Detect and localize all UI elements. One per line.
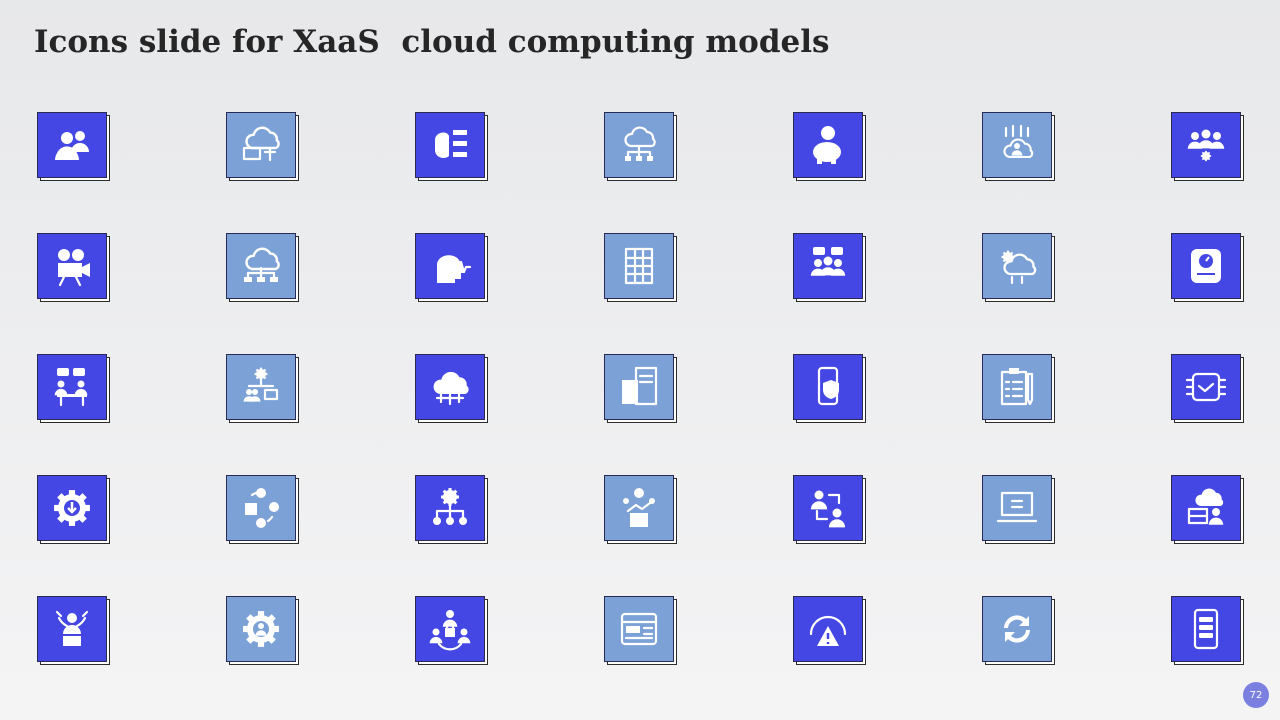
icon-tile: [604, 233, 677, 302]
icon-tile: [982, 112, 1055, 181]
piggy-bank-dollar-icon: [793, 112, 863, 178]
icon-tile: [226, 354, 299, 423]
gear-dollar-hierarchy-icon: [415, 475, 485, 541]
icon-tile: [37, 354, 110, 423]
calculator-invoice-icon: [604, 354, 674, 420]
brain-network-icon: [415, 112, 485, 178]
sync-arrows-icon: [982, 596, 1052, 662]
icon-tile: [793, 112, 866, 181]
icon-grid: [37, 112, 1244, 668]
handshake-chip-icon: [1171, 354, 1241, 420]
icon-tile: [982, 233, 1055, 302]
icon-tile: [982, 596, 1055, 665]
icon-tile: [37, 112, 110, 181]
icon-tile: [37, 233, 110, 302]
icon-tile: [37, 596, 110, 665]
checklist-pencil-icon: [982, 354, 1052, 420]
icon-tile: [226, 475, 299, 544]
server-grid-icon: [604, 233, 674, 299]
mobile-security-icon: [793, 354, 863, 420]
icon-tile: [1171, 354, 1244, 423]
icon-tile: [793, 233, 866, 302]
gear-user-icon: [226, 596, 296, 662]
head-pulse-icon: [415, 233, 485, 299]
cloud-hierarchy-icon: [604, 112, 674, 178]
user-exchange-icon: [793, 475, 863, 541]
cloud-user-network-icon: [982, 112, 1052, 178]
icon-tile: [226, 112, 299, 181]
cloud-gear-circuit-icon: [415, 354, 485, 420]
weighing-scale-icon: [1171, 233, 1241, 299]
cloud-gear-transfer-icon: [982, 233, 1052, 299]
users-icon: [37, 112, 107, 178]
team-check-icon: [1171, 112, 1241, 178]
meeting-discussion-icon: [37, 354, 107, 420]
gear-download-icon: [37, 475, 107, 541]
icon-tile: [415, 596, 488, 665]
icon-tile: [415, 233, 488, 302]
icon-tile: [1171, 233, 1244, 302]
icon-tile: [982, 475, 1055, 544]
icon-tile: [604, 354, 677, 423]
icon-tile: [415, 475, 488, 544]
cloud-server-user-icon: [1171, 475, 1241, 541]
icon-tile: [604, 475, 677, 544]
icon-tile: [226, 233, 299, 302]
icon-tile: [37, 475, 110, 544]
icon-tile: [793, 354, 866, 423]
icon-tile: [226, 596, 299, 665]
cloud-network-icon: [226, 233, 296, 299]
cloud-code-scale-icon: [226, 112, 296, 178]
page-number-badge: 72: [1243, 682, 1269, 708]
stressed-person-icon: [37, 596, 107, 662]
browser-window-icon: [604, 596, 674, 662]
building-finance-icon: [604, 475, 674, 541]
gear-people-code-icon: [226, 354, 296, 420]
gauge-warning-icon: [793, 596, 863, 662]
laptop-calculator-icon: [982, 475, 1052, 541]
team-lock-icon: [415, 596, 485, 662]
icon-tile: [415, 354, 488, 423]
icon-tile: [1171, 475, 1244, 544]
icon-tile: [982, 354, 1055, 423]
icon-tile: [793, 596, 866, 665]
icon-tile: [604, 112, 677, 181]
icon-tile: [1171, 112, 1244, 181]
tablet-database-icon: [1171, 596, 1241, 662]
icon-tile: [604, 596, 677, 665]
icon-tile: [793, 475, 866, 544]
feedback-cycle-icon: [226, 475, 296, 541]
icon-tile: [415, 112, 488, 181]
slide-title: Icons slide for XaaS cloud computing mod…: [34, 24, 830, 60]
icon-tile: [1171, 596, 1244, 665]
video-camera-icon: [37, 233, 107, 299]
group-chat-icon: [793, 233, 863, 299]
